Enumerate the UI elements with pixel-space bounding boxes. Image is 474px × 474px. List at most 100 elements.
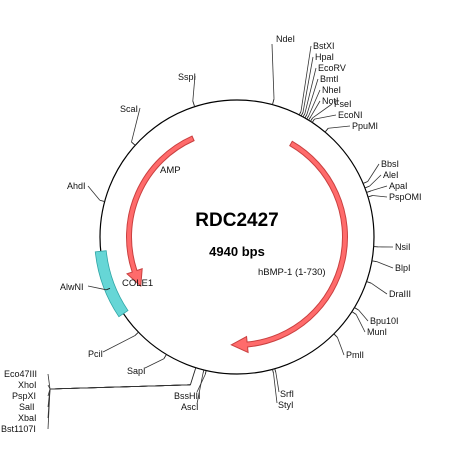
blpi-leader: [376, 261, 394, 269]
plasmid-size: 4940 bps: [209, 244, 265, 259]
top-site-6-tick: [310, 117, 313, 122]
site-label-asci[interactable]: AscI: [181, 402, 199, 412]
bbs-site-1-tick: [364, 185, 370, 189]
site-label-hpai[interactable]: HpaI: [315, 52, 334, 62]
bbs-site-1-leader: [369, 174, 382, 187]
mcs-bracket-1: [47, 384, 51, 390]
plasmid-name: RDC2427: [195, 210, 278, 231]
asci-tick: [202, 369, 205, 374]
hbmp-label: hBMP-1 (1-730): [258, 267, 326, 278]
top-site-7-leader: [314, 114, 337, 120]
site-label-fsei[interactable]: FseI: [334, 99, 352, 109]
site-label-ahdi[interactable]: AhdI: [67, 181, 86, 191]
feature-layer: [94, 135, 348, 354]
amp-label: AMP: [160, 165, 181, 176]
top-site-4-tick: [306, 115, 310, 120]
bbs-site-2-tick: [366, 190, 372, 193]
site-label-sspi[interactable]: SspI: [178, 72, 196, 82]
ppumi-leader: [328, 125, 351, 129]
ahdi-tick: [99, 199, 105, 202]
cole1-feature-bar[interactable]: [94, 250, 129, 318]
bpu10i-tick: [354, 307, 359, 311]
ndei-leader: [271, 43, 275, 99]
top-site-1-tick: [300, 112, 304, 117]
site-label-bsshii[interactable]: BssHII: [174, 391, 201, 401]
muni-tick: [351, 311, 357, 315]
srfi-leader: [275, 372, 280, 393]
site-label-bpu10i[interactable]: Bpu10I: [370, 316, 399, 326]
site-label-xhoi[interactable]: XhoI: [18, 380, 37, 390]
site-label-bst1107i[interactable]: Bst1107I: [1, 424, 36, 434]
site-ticks: [47, 43, 394, 430]
site-label-bstxi[interactable]: BstXI: [313, 41, 335, 51]
site-label-pcii[interactable]: PciI: [88, 349, 103, 359]
site-label-ndei[interactable]: NdeI: [276, 34, 295, 44]
site-label-psppomi[interactable]: PspOMI: [389, 192, 422, 202]
scai-tick: [131, 141, 136, 146]
top-site-0-leader: [300, 45, 312, 112]
alwni-leader: [87, 285, 107, 291]
ahdi-leader: [87, 185, 101, 201]
alwni-tick: [106, 287, 111, 291]
top-site-0-tick: [298, 111, 302, 116]
site-label-xbai[interactable]: XbaI: [18, 413, 37, 423]
hbmp-feature-arrow[interactable]: [230, 140, 348, 354]
mcs-bracket-0: [47, 373, 51, 390]
site-label-ppumi[interactable]: PpuMI: [352, 121, 378, 131]
site-label-alwni[interactable]: AlwNI: [60, 282, 84, 292]
site-label-styi[interactable]: StyI: [278, 400, 294, 410]
pmli-leader: [337, 337, 345, 356]
sapi-leader: [144, 358, 165, 369]
top-site-5-leader: [310, 100, 321, 117]
site-label-alei[interactable]: AleI: [383, 170, 399, 180]
draiii-tick: [366, 281, 372, 284]
bbs-site-0-tick: [362, 181, 368, 184]
ppumi-tick: [324, 127, 329, 133]
blpi-tick: [371, 260, 377, 263]
site-label-apai[interactable]: ApaI: [389, 181, 408, 191]
pcii-leader: [102, 335, 136, 353]
top-site-1-leader: [302, 56, 314, 113]
pmli-tick: [333, 333, 338, 338]
site-label-nsii[interactable]: NsiI: [395, 242, 411, 252]
site-label-draiii[interactable]: DraIII: [389, 289, 411, 299]
ndei-tick: [272, 98, 275, 105]
top-site-4-leader: [308, 89, 321, 116]
top-site-3-leader: [306, 78, 319, 115]
top-site-2-tick: [302, 113, 306, 118]
site-label-noti[interactable]: NotI: [322, 96, 339, 106]
cole1-label: COLE1: [122, 278, 153, 289]
amp-feature-arrow[interactable]: [126, 135, 195, 288]
top-site-2-leader: [304, 67, 317, 114]
sapi-tick: [163, 354, 167, 359]
top-site-6-leader: [312, 103, 333, 119]
muni-leader: [355, 314, 366, 333]
site-label-scai[interactable]: ScaI: [120, 104, 138, 114]
bbs-site-3-leader: [372, 195, 388, 198]
site-label-pmli[interactable]: PmlI: [346, 350, 364, 360]
site-label-sali[interactable]: SalI: [19, 402, 35, 412]
top-site-7-tick: [311, 118, 315, 123]
site-label-pspxi[interactable]: PspXI: [12, 391, 36, 401]
plasmid-backbone: [99, 99, 375, 375]
site-label-srfi[interactable]: SrfI: [280, 389, 294, 399]
styi-leader: [273, 373, 278, 404]
site-label-ecorv[interactable]: EcoRV: [318, 63, 346, 73]
bsshii-tick: [204, 370, 207, 375]
site-label-bmti[interactable]: BmtI: [320, 74, 339, 84]
sspi-tick: [192, 100, 196, 107]
top-site-5-tick: [308, 116, 312, 121]
bbs-site-0-leader: [367, 163, 380, 182]
site-label-econi[interactable]: EcoNI: [338, 110, 363, 120]
site-label-nhei[interactable]: NheI: [322, 85, 341, 95]
site-label-sapi[interactable]: SapI: [127, 366, 146, 376]
draiii-leader: [371, 282, 388, 295]
srfi-tick: [274, 368, 277, 373]
pcii-tick: [134, 331, 139, 336]
site-label-bbsi[interactable]: BbsI: [381, 159, 399, 169]
asci-leader: [196, 373, 204, 405]
site-label-blpi[interactable]: BlpI: [395, 263, 411, 273]
site-label-muni[interactable]: MunI: [367, 327, 387, 337]
site-label-eco47iii[interactable]: Eco47III: [4, 369, 37, 379]
